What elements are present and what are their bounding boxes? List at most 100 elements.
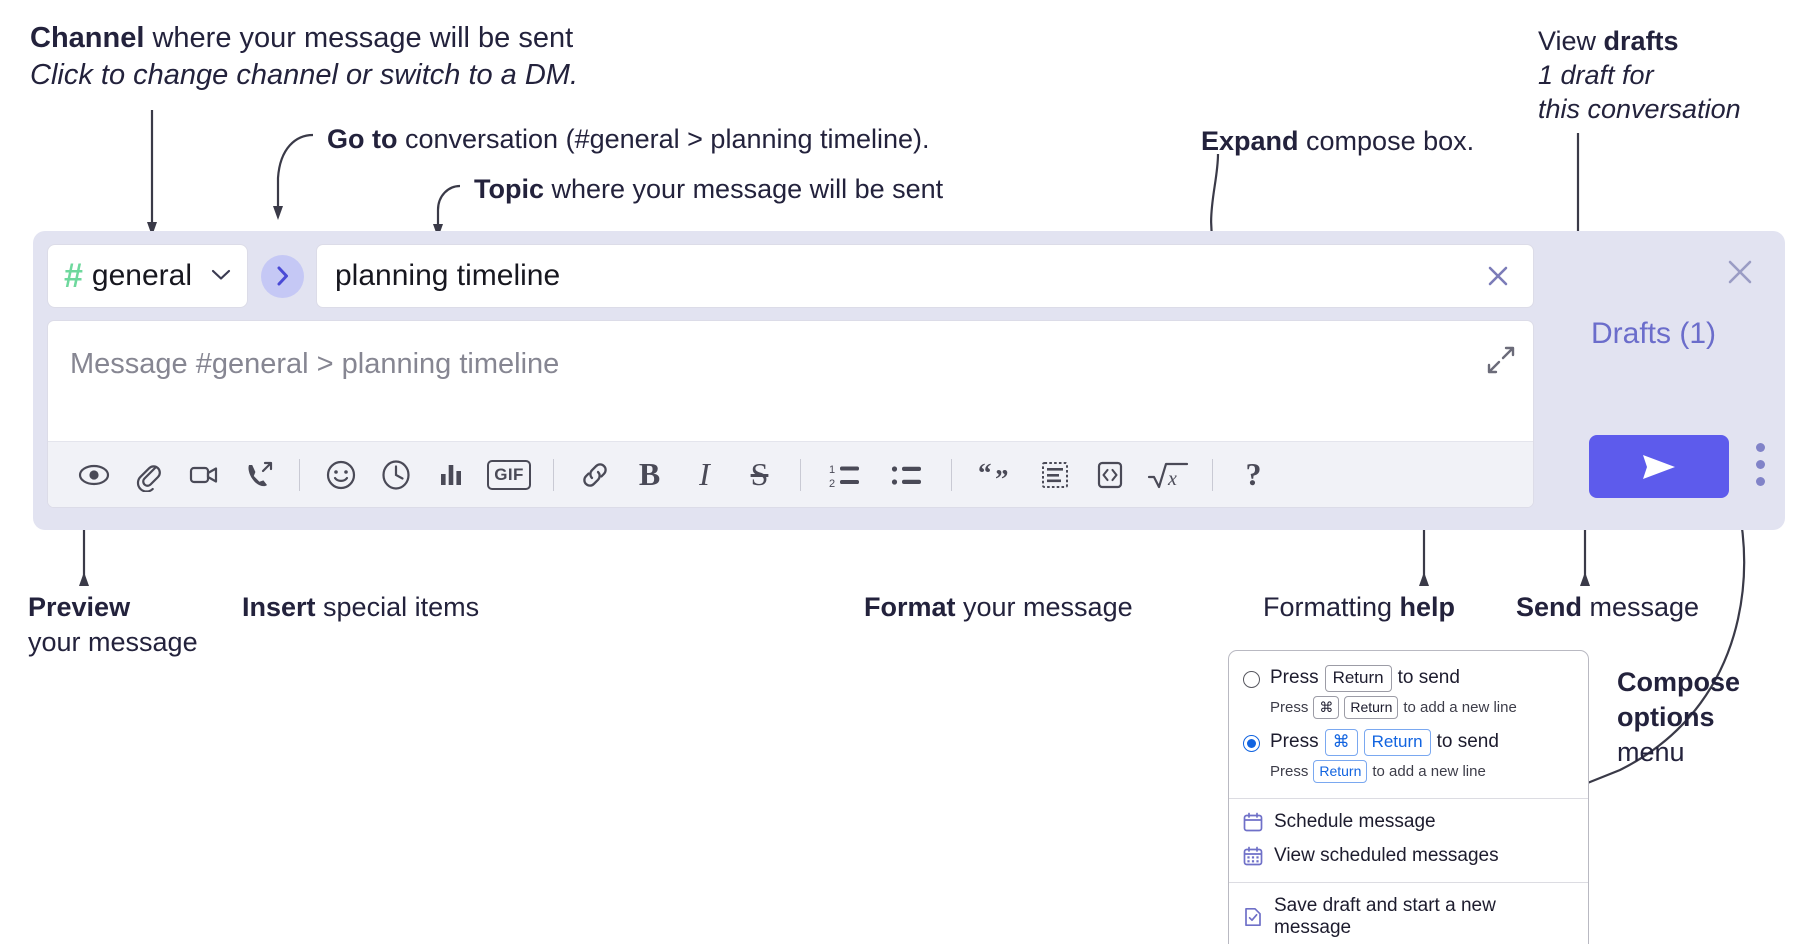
preview-icon[interactable]	[66, 449, 121, 501]
compose-side: Drafts (1)	[1549, 231, 1785, 530]
topic-clear-icon[interactable]	[1483, 261, 1517, 291]
annotation-help-bold: help	[1399, 592, 1456, 622]
poll-icon[interactable]	[423, 449, 478, 501]
latex-icon[interactable]: x	[1137, 449, 1199, 501]
compose-options-button[interactable]	[1756, 443, 1765, 494]
annotation-topic-bold: Topic	[474, 174, 544, 204]
send-button[interactable]	[1589, 435, 1729, 498]
annotation-channel: Channel where your message will be sent …	[30, 20, 578, 93]
bold-label: B	[638, 456, 661, 492]
annotation-preview-bold: Preview	[28, 592, 131, 622]
inline-code-icon[interactable]	[1082, 449, 1137, 501]
menu-item-schedule-message[interactable]: Schedule message	[1229, 805, 1588, 839]
strikethrough-icon[interactable]: S	[732, 449, 787, 501]
code-block-icon[interactable]	[1027, 449, 1082, 501]
calendar-icon	[1243, 812, 1263, 832]
toolbar-divider	[299, 458, 300, 491]
gif-icon[interactable]: GIF	[478, 449, 540, 501]
annotation-compose-bold2: options	[1617, 702, 1715, 733]
toolbar-divider	[800, 458, 801, 491]
bold-icon[interactable]: B	[622, 449, 677, 501]
annotation-drafts-plain: View	[1538, 26, 1604, 56]
svg-text:”: ”	[995, 464, 1009, 492]
annotation-drafts: View drafts 1 draft for this conversatio…	[1538, 24, 1741, 126]
key-return: Return	[1363, 728, 1431, 756]
option-main-line: Press Return to send	[1270, 665, 1517, 692]
italic-icon[interactable]: I	[677, 449, 732, 501]
annotation-format: Format your message	[864, 590, 1133, 624]
menu-item-label: View scheduled messages	[1274, 844, 1499, 866]
channel-name: general	[91, 259, 192, 292]
annotation-compose-plain: menu	[1617, 737, 1685, 768]
key-command: ⌘	[1324, 728, 1358, 756]
option-text: Press	[1270, 731, 1319, 753]
help-label: ?	[1245, 456, 1262, 492]
close-compose-icon[interactable]	[1723, 255, 1757, 294]
annotation-drafts-italic1: 1 draft for	[1538, 60, 1654, 91]
menu-item-label: Save draft and start a new message	[1274, 894, 1496, 938]
annotation-insert: Insert special items	[242, 590, 479, 624]
key-return: Return	[1324, 665, 1392, 692]
menu-item-label: Schedule message	[1274, 810, 1436, 832]
annotation-expand: Expand compose box.	[1201, 124, 1474, 158]
menu-item-view-scheduled-messages[interactable]: View scheduled messages	[1229, 839, 1588, 873]
annotation-help-plain: Formatting	[1263, 592, 1400, 622]
option-text: to send	[1397, 667, 1460, 689]
annotation-format-bold: Format	[864, 592, 956, 622]
annotation-topic: Topic where your message will be sent	[474, 172, 943, 206]
channel-selector[interactable]: # general	[47, 244, 248, 308]
annotation-insert-bold: Insert	[242, 592, 316, 622]
blockquote-icon[interactable]: “”	[965, 449, 1027, 501]
annotation-channel-rest: where your message will be sent	[144, 22, 574, 54]
scheduled-send-icon[interactable]	[368, 449, 423, 501]
annotation-compose-bold1: Compose	[1617, 667, 1741, 697]
annotation-preview: Preview your message	[28, 590, 198, 660]
hash-icon: #	[64, 257, 83, 295]
menu-divider	[1229, 881, 1588, 883]
menu-option-cmd-return-to-send[interactable]: Press ⌘ Return to send Press Return to a…	[1229, 725, 1588, 789]
annotation-goto: Go to conversation (#general > planning …	[327, 122, 930, 156]
annotation-format-rest: your message	[955, 592, 1133, 622]
topic-input[interactable]: planning timeline	[316, 244, 1534, 308]
menu-item-save-draft[interactable]: Save draft and start a new message	[1229, 889, 1588, 944]
radio-unselected[interactable]	[1243, 671, 1260, 688]
annotation-send: Send message	[1516, 590, 1699, 624]
formatting-toolbar: GIF B I S	[48, 441, 1533, 507]
annotation-goto-bold: Go to	[327, 124, 398, 154]
toolbar-divider	[951, 458, 952, 491]
annotation-channel-italic: Click to change channel or switch to a D…	[30, 58, 579, 91]
bulleted-list-icon[interactable]	[876, 449, 938, 501]
annotation-insert-rest: special items	[315, 592, 480, 622]
annotation-preview-line2: your message	[28, 627, 198, 658]
kebab-dot	[1756, 460, 1765, 469]
italic-label: I	[699, 456, 710, 492]
emoji-icon[interactable]	[313, 449, 368, 501]
video-clip-icon[interactable]	[176, 449, 231, 501]
radio-selected[interactable]	[1243, 734, 1260, 752]
kebab-dot	[1756, 477, 1765, 486]
formatting-help-icon[interactable]: ?	[1226, 449, 1281, 501]
option-text: to send	[1436, 731, 1499, 753]
topic-value: planning timeline	[335, 259, 561, 292]
annotation-topic-rest: where your message will be sent	[544, 174, 944, 204]
expand-compose-icon[interactable]	[1486, 345, 1516, 380]
toolbar-divider	[1212, 458, 1213, 491]
message-placeholder: Message #general > planning timeline	[70, 348, 560, 380]
goto-conversation-button[interactable]	[261, 254, 304, 298]
calendar-grid-icon	[1243, 846, 1263, 866]
link-icon[interactable]	[567, 449, 622, 501]
send-icon	[1643, 454, 1675, 479]
strikethrough-label: S	[750, 456, 769, 492]
annotation-formatting-help: Formatting help	[1263, 590, 1455, 624]
audio-clip-icon[interactable]	[231, 449, 286, 501]
menu-option-return-to-send[interactable]: Press Return to send Press ⌘ Return to a…	[1229, 661, 1588, 725]
attachment-icon[interactable]	[121, 449, 176, 501]
compose-main: # general planning timeline M	[47, 243, 1534, 518]
toolbar-divider	[553, 458, 554, 491]
chevron-down-icon	[211, 266, 231, 286]
option-text: Press	[1270, 667, 1319, 689]
annotation-send-rest: message	[1582, 592, 1700, 622]
message-input[interactable]: Message #general > planning timeline	[47, 320, 1534, 508]
drafts-link[interactable]: Drafts (1)	[1591, 317, 1717, 350]
